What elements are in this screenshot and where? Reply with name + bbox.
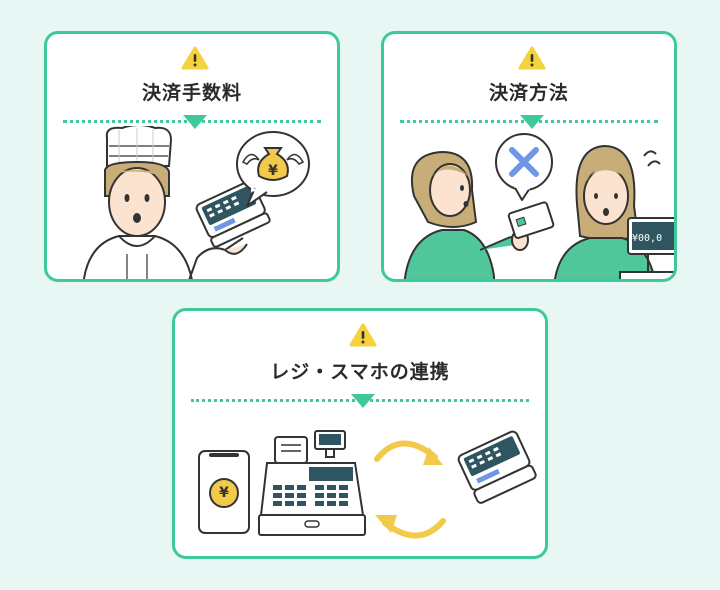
phone-yen-symbol: ¥: [219, 485, 229, 501]
chevron-down-icon: [183, 115, 207, 129]
register-display: ¥00,0: [632, 233, 663, 244]
card-register-smartphone-integration: レジ・スマホの連携: [172, 308, 548, 559]
customer-and-clerk-illustration: [403, 133, 674, 279]
card-payment-fee: 決済手数料: [44, 31, 340, 282]
card-title: 決済方法: [488, 82, 569, 104]
register-phone-terminal-illustration: [198, 430, 537, 539]
card-title: レジ・スマホの連携: [270, 361, 450, 383]
warning-icon: [349, 323, 377, 347]
warning-icon: [181, 46, 209, 70]
chef-with-terminal-illustration: [82, 126, 310, 279]
card-title: 決済手数料: [141, 82, 242, 104]
card-payment-method: 決済方法: [381, 31, 677, 282]
cross-icon: [509, 147, 539, 177]
warning-icon: [518, 46, 546, 70]
chevron-down-icon: [520, 115, 544, 129]
yen-symbol: ¥: [268, 163, 278, 179]
chevron-down-icon: [351, 394, 375, 408]
